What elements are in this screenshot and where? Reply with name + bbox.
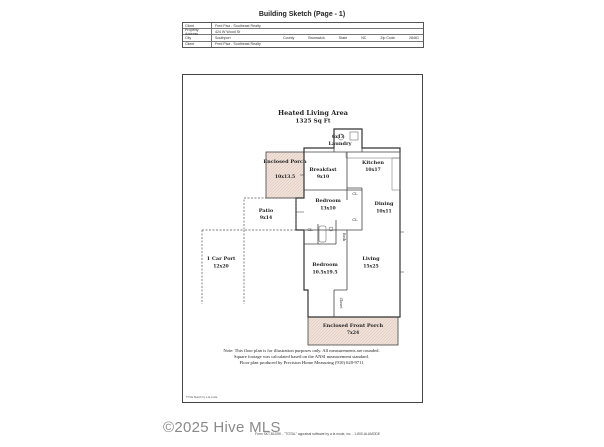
info-row-address: Property Address 424 W Wood St	[183, 28, 423, 36]
door-marks	[296, 174, 404, 273]
room-name-front-porch: Enclosed Front Porch	[323, 323, 384, 329]
info-value: Fred Fisa - Southeast Realty	[215, 42, 261, 47]
room-size-carport: 12x20	[213, 264, 229, 270]
room-name-carport: 1 Car Port	[207, 256, 236, 262]
room-name-enclosed-porch: Enclosed Porch	[263, 159, 307, 165]
closet-label-3: CL	[307, 228, 313, 232]
room-name-bedroom-2: Bedroom	[312, 262, 338, 268]
info-location-extra: County Brunswick State NC Zip Code 28461	[283, 36, 423, 40]
county-label: County	[283, 35, 295, 40]
note-line-1: Note: This floor plan is for illustratio…	[223, 348, 380, 353]
bath-label: Bath	[342, 233, 346, 242]
county-value: Brunswick	[308, 35, 325, 40]
info-label: Property Address	[183, 28, 212, 36]
room-name-laundry: Laundry	[328, 141, 352, 147]
form-footer: Form SKT.BLDSK - "TOTAL" appraisal softw…	[255, 432, 380, 436]
plan-note: Note: This floor plan is for illustratio…	[186, 348, 417, 366]
info-row-client: Client Fred Fisa - Southeast Realty	[183, 23, 423, 30]
interior-walls	[304, 148, 400, 317]
room-name-bedroom-1: Bedroom	[315, 198, 341, 204]
room-size-living: 15x25	[363, 264, 379, 270]
closet-label-1: CL	[352, 192, 358, 196]
zip-label: Zip Code	[380, 35, 395, 40]
room-name-patio: Patio	[259, 208, 274, 214]
room-name-living: Living	[362, 256, 380, 262]
toilet-icon	[328, 226, 334, 232]
state-label: State	[338, 35, 348, 40]
info-value: 424 W Wood St	[215, 29, 241, 34]
info-value: Southport	[215, 35, 231, 40]
room-size-bedroom-1: 13x10	[320, 206, 336, 212]
carport-outline	[201, 229, 245, 304]
enclosed-porch-area	[265, 151, 305, 199]
room-name-breakfast: Breakfast	[309, 167, 337, 173]
washer-icon	[337, 133, 345, 141]
closet-label-2: CL	[352, 218, 358, 222]
room-size-dining: 10x11	[376, 209, 392, 215]
room-size-bedroom-2: 10.5x19.5	[312, 270, 337, 276]
room-size-breakfast: 9x10	[317, 174, 329, 180]
note-line-3: Floor plan produced by Precision Home Me…	[239, 360, 364, 365]
state-value: NC	[361, 35, 367, 40]
info-label: Client	[183, 23, 212, 29]
area-value: 1325 Sq Ft	[295, 119, 331, 125]
room-size-kitchen: 10x17	[365, 167, 381, 173]
info-value: Fred Fisa - Southeast Realty	[215, 23, 261, 28]
room-name-dining: Dining	[375, 201, 394, 207]
note-line-2: Square footage was calculated based on t…	[234, 354, 369, 359]
info-row-city: City Southport County Brunswick State NC…	[183, 35, 423, 42]
area-title: Heated Living Area	[278, 109, 349, 117]
room-size-patio: 9x14	[260, 215, 273, 221]
tub-icon	[318, 225, 327, 243]
sketch-credit: TITLE Sketch by a la mode	[186, 396, 218, 399]
watermark: ©2025 Hive MLS	[163, 419, 281, 436]
zip-value: 28461	[409, 35, 419, 40]
info-row-client-2: Client Fred Fisa - Southeast Realty	[183, 41, 423, 47]
house-outline	[295, 128, 401, 318]
patio-outline	[243, 197, 297, 231]
closet-label-long: Closet	[339, 298, 343, 309]
info-label: Client	[183, 41, 212, 47]
dryer-icon	[349, 131, 359, 141]
sketch-sheet	[182, 74, 423, 403]
property-info-table: Client Fred Fisa - Southeast Realty Prop…	[182, 22, 424, 48]
room-size-enclosed-porch: 10x13.5	[275, 174, 295, 180]
info-label: City	[183, 35, 212, 41]
room-name-kitchen: Kitchen	[362, 160, 384, 166]
room-size-laundry: 6x13	[332, 134, 344, 140]
kitchen-counter	[345, 151, 401, 191]
page-title: Building Sketch (Page - 1)	[258, 11, 346, 18]
room-size-front-porch: 7x24	[347, 330, 360, 336]
